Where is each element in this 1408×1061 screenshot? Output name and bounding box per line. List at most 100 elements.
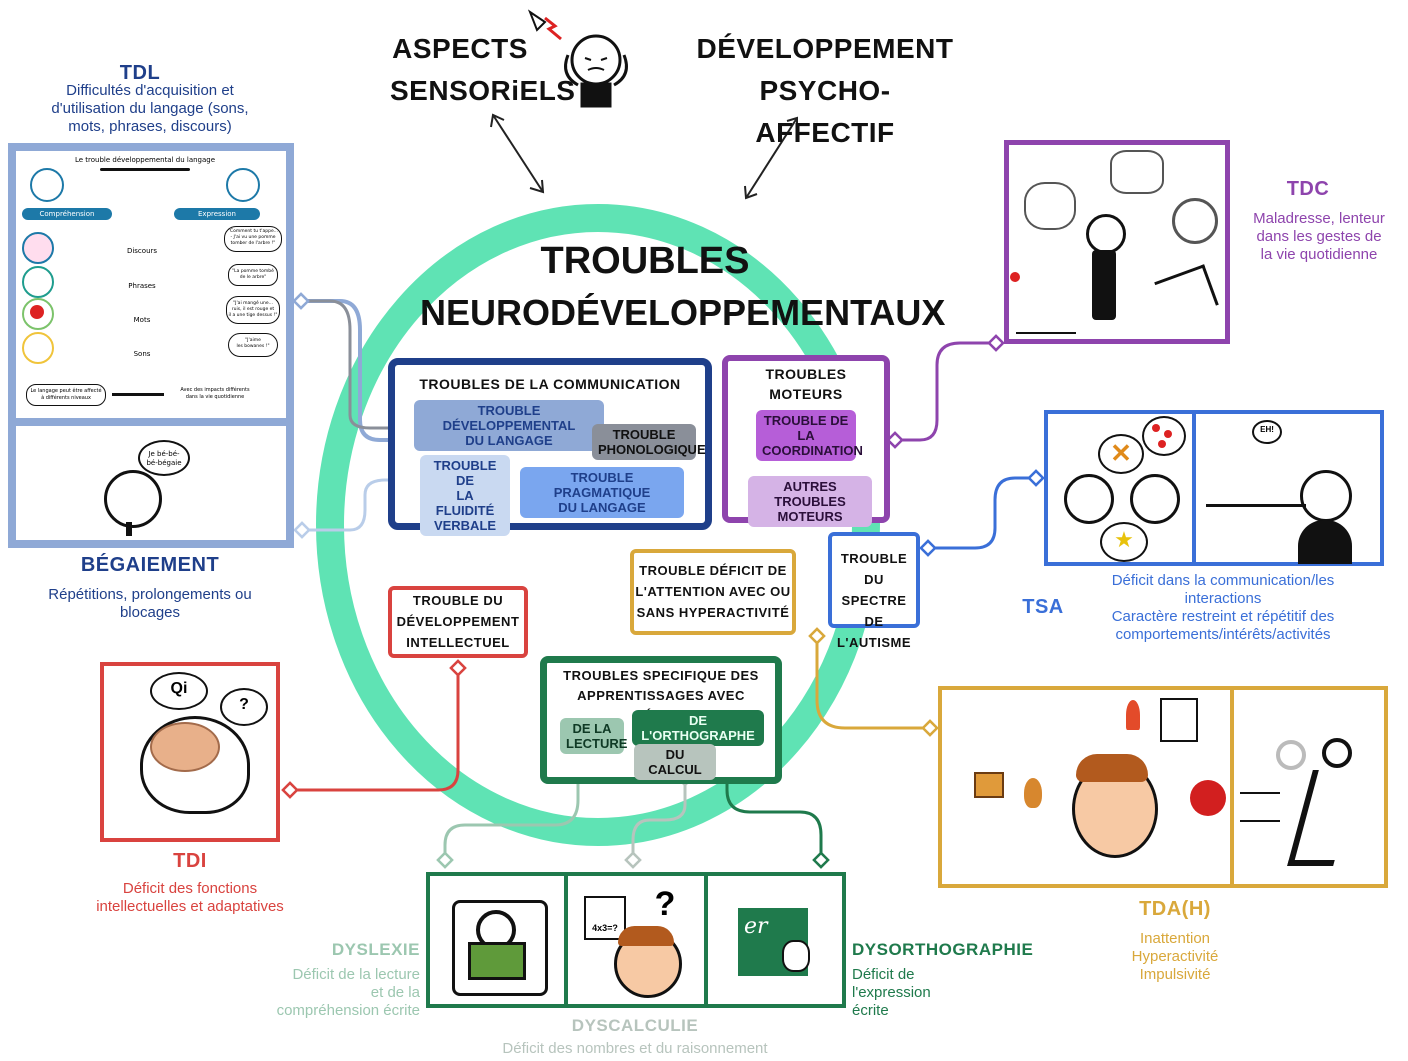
tdah-runner-black-icon — [1322, 738, 1352, 768]
sensory-label: ASPECTS SENSORiELS — [390, 33, 576, 106]
tdi-box-label: TROUBLE DU DÉVELOPPEMENT INTELLECTUEL — [396, 593, 520, 650]
tdc-ball-icon — [1010, 272, 1020, 282]
tdl-inner-title: Le trouble développemental du langage — [74, 156, 216, 164]
tdc-kids-icon — [1016, 290, 1076, 334]
comprehension-pill: Compréhension — [22, 208, 112, 220]
level-mots: Mots — [133, 316, 151, 324]
tdah-hair — [1076, 754, 1148, 782]
tdah-box[interactable] — [630, 549, 796, 635]
tdah-panel-divider — [1230, 686, 1234, 888]
book-icon — [468, 942, 526, 980]
tdl-connector — [300, 299, 582, 442]
tdah-guitar-icon — [1024, 778, 1042, 808]
tdc-shoe-icon — [1024, 182, 1076, 230]
motor-title: TROUBLES MOTEURS — [765, 366, 847, 402]
tsa-sad-body — [1298, 520, 1352, 564]
tdi-box[interactable] — [388, 586, 528, 658]
autres-tag[interactable]: AUTRES TROUBLES MOTEURS — [748, 476, 872, 527]
ortho-tag[interactable]: DE L'ORTHOGRAPHE — [632, 710, 764, 746]
tdc-connector — [895, 341, 996, 442]
coord-tag[interactable]: TROUBLE DE LA COORDINATION — [756, 410, 863, 461]
dyscalculie-title: DYSCALCULIE — [571, 1016, 699, 1035]
tdc-tape-icon — [1172, 198, 1218, 244]
calc-card: 4x3=? — [584, 896, 626, 940]
iq-bubble: Qi — [150, 672, 208, 710]
level-sons: Sons — [133, 350, 151, 358]
tdah-worksheet-icon — [1160, 698, 1198, 742]
tdl-bubble-2: "La pomme tombé de le arbre" — [228, 264, 278, 286]
begaiement-desc: Répétitions, prolongements ou blocages — [48, 586, 252, 621]
dysortho-connector — [725, 740, 823, 860]
tdc-title: TDC — [1286, 178, 1330, 200]
chalk-text-icon: er — [744, 914, 768, 939]
calcul-tag[interactable]: DU CALCUL — [634, 744, 716, 780]
reading-frame-icon — [452, 900, 548, 996]
tdah-apple-icon — [1190, 780, 1226, 816]
top-arrows — [490, 113, 798, 200]
sensory-person-icon — [527, 9, 628, 108]
level-icon-1 — [22, 232, 54, 264]
stutter-bubble: Je bé-bé- bé-bégaie — [138, 440, 190, 476]
tsa-dot-1 — [1152, 424, 1160, 432]
tsa-box[interactable] — [828, 532, 920, 628]
ear-icon — [22, 332, 54, 364]
tdl-tag[interactable]: TROUBLE DÉVELOPPEMENTAL DU LANGAGE — [414, 400, 604, 451]
fluidite-connector — [302, 478, 415, 532]
tsa-star-bubble-icon: ★ — [1100, 522, 1148, 562]
begaiement-title: BÉGAIEMENT — [80, 554, 220, 576]
tdah-runner-grey-icon — [1276, 740, 1306, 770]
dyscalculie-connector — [631, 778, 687, 860]
dyscalculie-desc: Déficit des nombres et du raisonnement — [502, 1040, 768, 1057]
dyslexie-title: DYSLEXIE — [331, 940, 420, 959]
dys-divider-2 — [704, 872, 708, 1008]
tdah-picture-icon — [974, 772, 1004, 798]
center-title-line2: NEURODÉVELOPPEMENTAUX — [420, 292, 946, 333]
tsa-group-icon — [1206, 424, 1306, 507]
tsa-panel-divider — [1192, 410, 1196, 566]
tdc-desc: Maladresse, lenteur dans les gestes de l… — [1253, 210, 1385, 263]
comprehension-icon — [30, 168, 64, 202]
tdah-rocket-icon — [1126, 700, 1140, 730]
tdl-inner-underline — [100, 168, 190, 171]
tdl-footer-arrow — [112, 393, 164, 396]
tdi-title: TDI — [173, 850, 207, 872]
level-icon-2 — [22, 266, 54, 298]
affective-label: DÉVELOPPEMENT PSYCHO- AFFECTIF — [696, 33, 954, 148]
tdl-desc: Difficultés d'acquisition et d'utilisati… — [51, 82, 249, 135]
apple-icon — [22, 298, 54, 330]
tsa-head-right — [1130, 474, 1180, 524]
level-discours: Discours — [126, 247, 158, 255]
tsa-dot-3 — [1158, 440, 1166, 448]
tsa-dots-bubble-icon — [1142, 416, 1186, 456]
tsa-title: TSA — [1022, 596, 1064, 618]
tdl-title: TDL — [119, 62, 161, 84]
tsa-desc: Déficit dans la communication/les intera… — [1111, 572, 1335, 643]
phono-connector — [300, 299, 410, 430]
dyslexie-desc: Déficit de la lecture et de la compréhen… — [276, 966, 420, 1019]
tdl-panel-divider — [8, 418, 294, 426]
tsa-eh-bubble: EH! — [1252, 420, 1282, 444]
tdl-bubble-4: "J'aime les bowanes !" — [228, 333, 278, 357]
lecture-tag[interactable]: DE LA LECTURE — [560, 718, 627, 754]
tdah-connector — [815, 636, 930, 730]
tdl-bubble-1: "Comment tu t'appe... - J'ai vu une pomm… — [224, 226, 282, 252]
tsa-box-label: TROUBLE DU SPECTRE DE L'AUTISME — [836, 551, 912, 650]
center-title-line1: TROUBLES — [540, 240, 750, 282]
tdah-box-label: TROUBLE DÉFICIT DE L'ATTENTION AVEC OU S… — [635, 563, 791, 620]
tdah-desc: Inattention Hyperactivité Impulsivité — [1131, 930, 1219, 983]
fluidite-tag[interactable]: TROUBLE DE LA FLUIDITÉ VERBALE — [420, 455, 510, 536]
tdc-person-body — [1092, 250, 1116, 320]
tdc-person-head — [1086, 214, 1126, 254]
phono-tag[interactable]: TROUBLE PHONOLOGIQUE — [592, 424, 706, 460]
pragma-tag[interactable]: TROUBLE PRAGMATIQUE DU LANGAGE — [520, 467, 684, 518]
tdl-footer-right: Avec des impacts différents dans la vie … — [180, 387, 250, 400]
tdl-footer-left: Le langage peut être affecté à différent… — [26, 384, 106, 406]
stutter-neck — [126, 522, 132, 536]
apple-fruit-icon — [30, 305, 44, 319]
tdah-speed-lines — [1240, 792, 1280, 822]
tsa-sad-head — [1300, 470, 1352, 522]
brain-icon — [150, 722, 220, 772]
dys-divider-1 — [564, 872, 568, 1008]
chalk-hand-icon — [782, 940, 810, 972]
dysortho-title: DYSORTHOGRAPHIE — [852, 940, 1034, 959]
